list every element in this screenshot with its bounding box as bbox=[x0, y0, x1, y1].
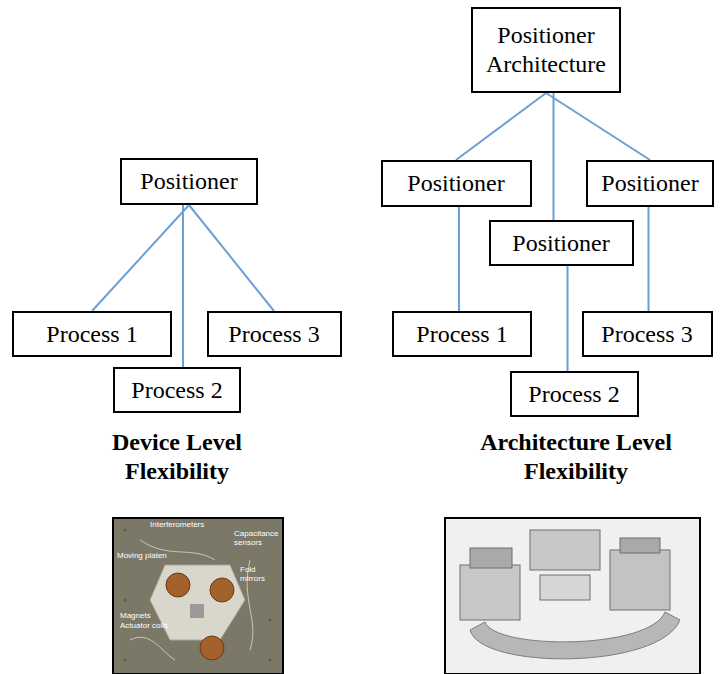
hole bbox=[124, 529, 127, 532]
box-label: Process 3 bbox=[601, 320, 692, 349]
part-label: Moving platen bbox=[117, 552, 177, 561]
tree-connector bbox=[546, 93, 650, 160]
part-label: Interferometers bbox=[150, 521, 220, 530]
box-label: Process 1 bbox=[416, 320, 507, 349]
box-label: Positioner bbox=[407, 169, 504, 198]
box-label: Process 2 bbox=[528, 380, 619, 409]
actuator-coil bbox=[166, 573, 190, 597]
process-box: Positioner bbox=[489, 220, 634, 266]
stage-block bbox=[470, 548, 512, 568]
process-box: Positioner Architecture bbox=[471, 7, 621, 93]
tree-caption: Device Level Flexibility bbox=[67, 428, 287, 486]
center-mirror bbox=[190, 604, 204, 618]
process-box: Positioner bbox=[586, 160, 714, 207]
box-label: Process 2 bbox=[131, 376, 222, 405]
box-label: Positioner bbox=[601, 169, 698, 198]
stage-block bbox=[620, 538, 660, 553]
process-box: Process 3 bbox=[582, 311, 713, 357]
device-photo bbox=[113, 518, 283, 674]
photo-ground bbox=[445, 518, 700, 674]
tree-connector bbox=[553, 93, 555, 220]
part-label: Actuator coils bbox=[120, 622, 180, 631]
tree-connector bbox=[92, 205, 189, 311]
hole bbox=[269, 619, 272, 622]
box-label: Positioner Architecture bbox=[485, 21, 607, 79]
tree-connector bbox=[648, 207, 650, 311]
table-holes bbox=[124, 529, 272, 662]
hole bbox=[269, 659, 272, 662]
actuator-coil bbox=[210, 578, 234, 602]
hole bbox=[124, 659, 127, 662]
tree-connector bbox=[567, 266, 569, 371]
process-box: Process 2 bbox=[510, 371, 639, 417]
tree-connector bbox=[182, 205, 184, 367]
process-box: Process 2 bbox=[113, 367, 241, 413]
hole bbox=[124, 599, 127, 602]
stage-block bbox=[540, 575, 590, 600]
photo-ground bbox=[113, 518, 283, 674]
box-label: Positioner bbox=[512, 229, 609, 258]
process-box: Process 3 bbox=[207, 311, 342, 357]
box-label: Positioner bbox=[140, 167, 237, 196]
part-label: Capacitance sensors bbox=[234, 530, 280, 548]
tree-connector bbox=[456, 93, 546, 160]
stage-block bbox=[460, 565, 520, 620]
box-label: Process 3 bbox=[228, 320, 319, 349]
box-label: Process 1 bbox=[46, 320, 137, 349]
tree-connector bbox=[458, 207, 460, 311]
tree-caption: Architecture Level Flexibility bbox=[446, 428, 706, 486]
actuator-coil bbox=[200, 636, 224, 660]
stage-block bbox=[530, 530, 600, 570]
process-box: Positioner bbox=[120, 158, 258, 205]
part-label: Magnets bbox=[120, 612, 170, 621]
tree-connector bbox=[189, 205, 274, 311]
part-label: Fold mirrors bbox=[240, 566, 280, 584]
process-box: Positioner bbox=[381, 160, 532, 207]
architecture-photo bbox=[445, 518, 700, 674]
process-box: Process 1 bbox=[12, 311, 172, 357]
process-box: Process 1 bbox=[392, 311, 532, 357]
stage-block bbox=[610, 550, 670, 610]
